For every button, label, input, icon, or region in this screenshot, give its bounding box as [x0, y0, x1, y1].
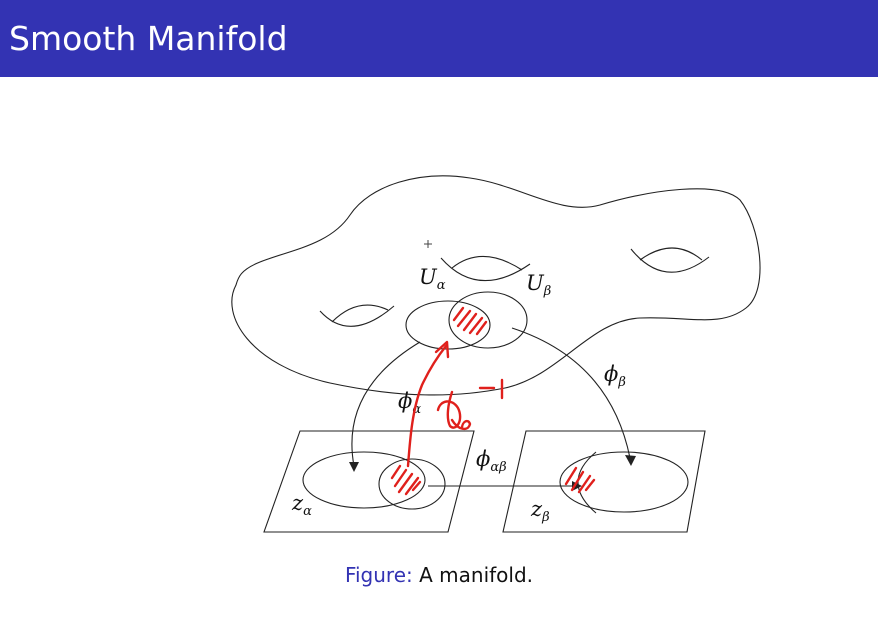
phi-alpha-arrowhead [349, 462, 359, 472]
star-mark [424, 240, 432, 248]
hatch-right-chart [564, 466, 596, 494]
chart-region-left-outer [302, 451, 426, 509]
label-phi-alpha-beta: ϕαβ [476, 447, 507, 475]
label-z-alpha: zα [291, 491, 312, 519]
label-u-alpha: Uα [419, 265, 446, 293]
hatch-left-chart [390, 464, 422, 496]
figure-caption-label: Figure: [344, 563, 413, 587]
inverse-map-arrowhead [434, 340, 450, 359]
label-u-beta: Uβ [526, 271, 551, 299]
phi-beta-arrowhead [625, 455, 636, 466]
label-phi-beta: ϕβ [604, 362, 626, 390]
slide-title-bar: Smooth Manifold [0, 0, 878, 77]
figure-caption: Figure: A manifold. [0, 563, 878, 587]
u-beta-ellipse [448, 291, 528, 349]
phi-alpha-arrow [351, 341, 421, 467]
figure-caption-text: A manifold. [419, 563, 534, 587]
inverse-map-arrow [406, 344, 448, 468]
handwritten-phi-inverse [436, 378, 504, 431]
phi-alpha-beta-arrowhead [572, 481, 582, 491]
label-z-beta: zβ [530, 497, 550, 525]
chart-plane-right [502, 430, 706, 533]
slide-title: Smooth Manifold [9, 19, 288, 58]
hatch-u-overlap [452, 306, 488, 336]
chart-plane-left [263, 430, 475, 533]
manifold-surface [231, 175, 761, 396]
manifold-hole-left [319, 304, 395, 327]
chart-region-left-overlap [378, 458, 446, 510]
manifold-hole-right [630, 247, 710, 273]
label-phi-alpha: ϕα [398, 389, 421, 417]
manifold-hole-center [440, 255, 531, 282]
chart-region-right-outer [559, 451, 689, 513]
phi-beta-arrow [511, 327, 631, 459]
red-annotations [390, 306, 596, 496]
